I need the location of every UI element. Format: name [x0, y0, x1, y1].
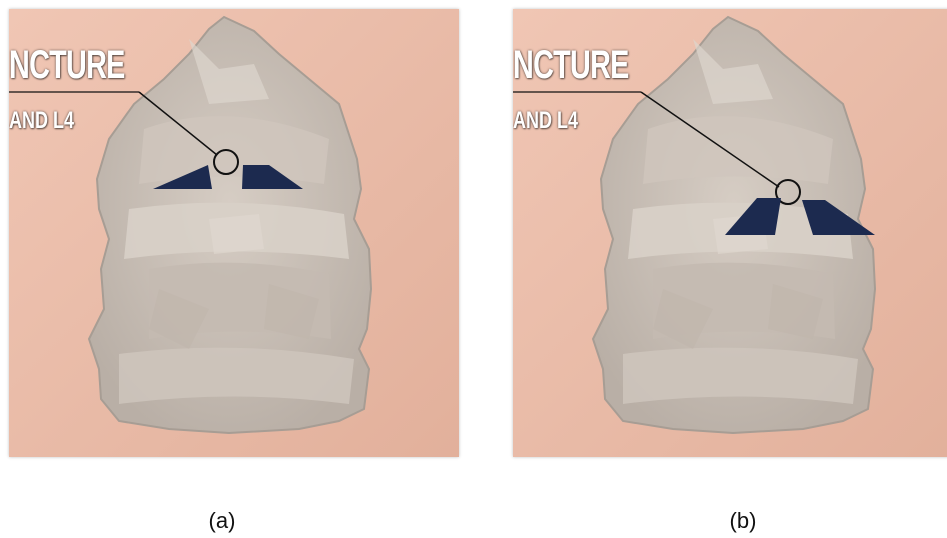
overlay-subtitle: AND L4: [513, 109, 578, 133]
diagram-panel-b: NCTURE AND L4: [513, 9, 947, 457]
overlay-subtitle: AND L4: [9, 109, 74, 133]
caption-a: (a): [192, 508, 252, 534]
overlay-title: NCTURE: [9, 45, 125, 85]
caption-b: (b): [713, 508, 773, 534]
overlay-title: NCTURE: [513, 45, 629, 85]
diagram-panel-a: NCTURE AND L4: [9, 9, 459, 457]
